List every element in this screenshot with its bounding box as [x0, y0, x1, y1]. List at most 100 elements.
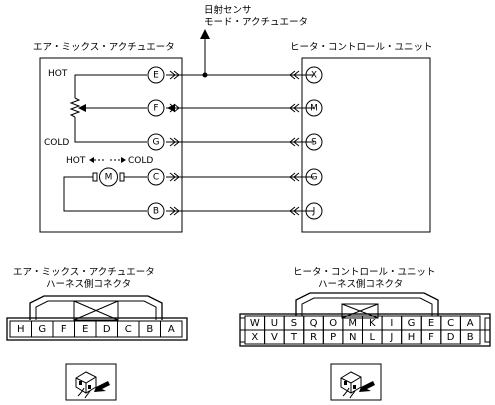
arrow-up-icon	[200, 29, 210, 39]
connector-pin-cell: H	[401, 329, 422, 345]
connector-pin-label: C	[125, 324, 132, 335]
motor-icon	[99, 167, 118, 187]
connector-pin-cell: P	[322, 329, 344, 345]
connector-pin-label: L	[370, 332, 376, 343]
connector-pin-label: D	[103, 324, 111, 335]
connector-pin-cell: C	[117, 320, 140, 338]
resistor-icon	[69, 97, 81, 118]
svg-text:B: B	[153, 207, 159, 217]
connector-pin-label: G	[408, 318, 416, 329]
connector-pin-label: G	[38, 324, 46, 335]
connector-pin-cell: B	[138, 320, 161, 338]
cold-direction-label: COLD	[128, 156, 153, 166]
connector-pin-label: H	[408, 332, 416, 343]
connector-pin-cell: Q	[303, 315, 324, 331]
hot-label: HOT	[48, 69, 68, 79]
cold-label: COLD	[44, 138, 69, 148]
pot-cold-wire	[74, 117, 147, 143]
connector-pin-cell: G	[401, 315, 422, 331]
connector-pin-label: N	[349, 332, 356, 343]
connector-pin-cell: E	[74, 320, 97, 338]
left-pin-c: C	[147, 168, 165, 186]
connector-pin-label: E	[428, 318, 434, 329]
connector-pin-label: C	[447, 318, 454, 329]
connector-pin-cell: O	[322, 315, 344, 331]
heater-control-unit-box	[301, 57, 431, 233]
connector-pin-label: S	[291, 318, 297, 329]
left-connector-title-line1: エア・ミックス・アクチュエータ	[13, 267, 155, 278]
connector-pin-cell: W	[244, 315, 266, 331]
arrow-left-icon	[89, 157, 94, 163]
svg-text:S: S	[311, 138, 317, 148]
connector-pin-label: D	[447, 332, 455, 343]
motor-wire-b	[63, 176, 147, 212]
left-pin-g: G	[147, 133, 165, 151]
connector-pin-label: E	[82, 324, 88, 335]
arrow-left-icon	[167, 104, 175, 112]
connector-pin-label: U	[271, 318, 278, 329]
connector-pin-cell: F	[52, 320, 75, 338]
left-pin-b: B	[147, 202, 165, 220]
right-connector-title-line1: ヒータ・コントロール・ユニット	[293, 267, 436, 278]
connector-pin-label: O	[329, 318, 337, 329]
connector-pin-label: J	[389, 332, 393, 343]
svg-text:F: F	[153, 104, 158, 114]
connector-pin-label: P	[330, 332, 336, 343]
connector-pin-label: B	[467, 332, 474, 343]
connector-pin-cell: J	[381, 329, 403, 345]
connector-pin-cell: T	[283, 329, 305, 345]
connector-pin-cell: C	[440, 315, 461, 331]
pot-hot-wire	[74, 74, 147, 98]
left-connector-face	[6, 295, 188, 341]
connector-pin-cell: D	[95, 320, 118, 338]
connector-pin-label: A	[467, 318, 474, 329]
connector-pin-cell: D	[440, 329, 461, 345]
left-pin-e: E	[147, 66, 165, 84]
connector-pin-cell: U	[264, 315, 285, 331]
connector-pin-cell: I	[381, 315, 403, 331]
connector-view-icon	[65, 363, 117, 401]
top-label-line2: モード・アクチュエータ	[204, 17, 308, 28]
connector-view-icon	[330, 363, 382, 401]
connector-pin-cell: R	[303, 329, 324, 345]
svg-text:J: J	[312, 207, 316, 217]
connector-pin-cell: E	[420, 315, 442, 331]
left-connector-title-line2: ハーネス側コネクタ	[46, 278, 131, 290]
right-box-title: ヒータ・コントロール・ユニット	[290, 42, 433, 53]
svg-text:C: C	[153, 173, 159, 183]
air-mix-actuator-box	[39, 57, 183, 233]
connector-pin-label: A	[168, 324, 175, 335]
connector-pin-cell: L	[362, 329, 383, 345]
connector-pin-label: M	[348, 318, 357, 329]
connector-pin-cell: X	[244, 329, 266, 345]
right-pin-j: J	[305, 202, 323, 220]
connector-pin-label: B	[146, 324, 153, 335]
motor-terminal-left	[92, 172, 98, 182]
connector-pin-label: W	[250, 318, 260, 329]
connector-pin-label: Q	[310, 318, 318, 329]
connector-pin-label: F	[428, 332, 434, 343]
connector-pin-cell: A	[459, 315, 481, 331]
svg-text:M: M	[310, 104, 318, 114]
arrow-right-icon	[121, 157, 126, 163]
left-box-title: エア・ミックス・アクチュエータ	[33, 42, 175, 53]
connector-pin-cell: F	[420, 329, 442, 345]
wiper-arrow-icon	[78, 104, 86, 112]
motor-label: M	[105, 173, 113, 183]
svg-text:G: G	[153, 138, 160, 148]
hot-direction-label: HOT	[66, 156, 86, 166]
connector-pin-label: V	[271, 332, 278, 343]
connector-pin-label: R	[310, 332, 317, 343]
connector-pin-label: K	[369, 318, 376, 329]
right-connector-title-line2: ハーネス側コネクタ	[318, 278, 403, 290]
connector-pin-cell: V	[264, 329, 285, 345]
connector-pin-cell: H	[9, 320, 32, 338]
connector-pin-cell: A	[160, 320, 183, 338]
connector-pin-cell: B	[459, 329, 481, 345]
right-pin-x: X	[305, 66, 323, 84]
connector-pin-cell: S	[283, 315, 305, 331]
connector-pin-label: H	[17, 324, 25, 335]
svg-text:X: X	[311, 71, 317, 81]
connector-pin-label: F	[61, 324, 67, 335]
